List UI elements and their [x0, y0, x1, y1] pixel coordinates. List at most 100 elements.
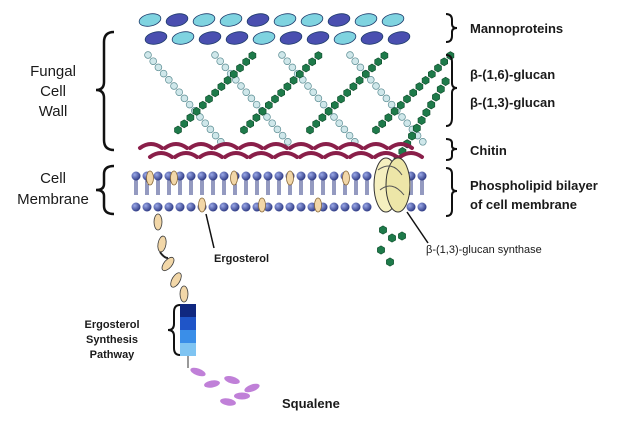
squalene-molecule: [234, 392, 250, 400]
lipid-head-bottom: [329, 202, 339, 212]
glucan-1-6-bead: [335, 119, 343, 127]
glucan-1-3-bead: [330, 100, 339, 110]
glucan-1-6-bead: [237, 82, 245, 90]
ergosterol-chain-link: [170, 272, 182, 288]
chitin-strand: [173, 151, 199, 159]
glucan-1-3-bead: [380, 51, 389, 60]
glucan-1-3-bead: [223, 76, 232, 85]
ergosterol-molecule: [146, 170, 154, 186]
lipid-head-bottom: [406, 202, 416, 212]
ergosterol-molecule: [198, 197, 206, 213]
glucan-1-6-bead: [419, 138, 427, 146]
chitin-strand: [163, 142, 189, 150]
glucan-1-3-bead: [302, 63, 310, 73]
glucan-1-6-bead: [283, 57, 291, 65]
ergosterol-molecule: [314, 197, 322, 213]
glucan-1-3-bead: [230, 69, 238, 79]
ergosterol-molecule: [230, 170, 238, 186]
left-bracket-cell-wall: [95, 30, 115, 152]
glucan-1-6-bead: [247, 94, 256, 103]
glucan-1-3-bead: [306, 125, 314, 135]
lipid-head-top: [252, 171, 262, 181]
ergosterol-chain-link: [153, 213, 163, 231]
mannoprotein-top: [354, 13, 378, 27]
chitin-strand: [373, 151, 399, 159]
right-bracket-chitin: [445, 138, 458, 161]
mannoprotein-top: [165, 13, 189, 27]
glucan-1-3-bead: [403, 94, 411, 104]
glucan-1-6-bead: [170, 82, 178, 90]
mannoprotein-top: [246, 13, 270, 27]
glucan-1-6-bead: [314, 94, 323, 103]
glucan-1-3-bead: [246, 119, 254, 129]
lipid-head-top: [329, 171, 339, 181]
pathway-step: [180, 343, 196, 356]
lipid-head-top: [186, 171, 196, 181]
mannoprotein-top: [300, 13, 324, 27]
ergosterol-leader-line: [205, 213, 215, 249]
mannoprotein-bottom: [225, 31, 249, 45]
label-chitin: Chitin: [470, 143, 507, 158]
glucan-1-3-bead: [384, 113, 393, 122]
glucan-1-6-bead: [367, 76, 375, 84]
pathway-bracket: [167, 304, 181, 356]
glucan-1-6-bead: [154, 63, 163, 72]
lipid-head-bottom: [219, 202, 229, 212]
ergosterol-chain-link: [157, 235, 167, 253]
glucan-1-3-bead: [211, 88, 219, 98]
ergosterol-synthesis-pathway-bar: [180, 304, 196, 368]
chitin-strand: [313, 142, 339, 150]
label-cell: Cell: [40, 83, 66, 100]
glucan-1-3-bead: [427, 69, 436, 79]
glucan-1-6-bead: [330, 113, 338, 121]
glucan-1-6-bead: [159, 69, 168, 78]
glucan-1-3-bead: [252, 113, 261, 122]
lipid-head-top: [241, 171, 251, 181]
chitin-strand: [338, 142, 364, 150]
glucan-1-3-bead: [318, 113, 327, 122]
label-cell-membrane-2: Membrane: [17, 191, 89, 208]
mannoprotein-top: [138, 13, 162, 27]
glucan-1-3-bead: [361, 69, 370, 79]
ergosterol-molecule: [342, 170, 350, 186]
right-bracket-bilayer: [445, 167, 458, 217]
glucan-1-3-bead: [421, 76, 430, 85]
glucan-1-3-bead: [427, 100, 436, 110]
glucan-1-6-bead: [144, 51, 152, 59]
glucan-1-6-bead: [346, 51, 354, 59]
lipid-head-bottom: [351, 202, 361, 212]
squalene-molecule: [204, 380, 220, 388]
right-bracket-mannoproteins: [445, 13, 458, 43]
chitin-strand: [248, 151, 274, 159]
glucan-1-6-bead: [252, 100, 261, 109]
mannoprotein-bottom: [171, 31, 195, 45]
glucan-1-3-bead: [248, 51, 257, 60]
pathway-step: [180, 317, 196, 330]
lipid-head-top: [219, 171, 229, 181]
mannoprotein-top: [219, 13, 243, 27]
pathway-step: [180, 330, 196, 343]
glucan-1-6-bead: [387, 100, 396, 109]
label-cell-membrane-1: Cell: [40, 170, 66, 187]
lipid-head-bottom: [153, 202, 163, 212]
ergosterol-chain-link: [179, 285, 189, 303]
lipid-head-top: [131, 171, 141, 181]
glucan-1-6-bead: [273, 125, 282, 134]
label-pathway-synthesis: Synthesis: [86, 334, 138, 346]
label-beta-1-6-glucan: β-(1,6)-glucan: [470, 67, 555, 82]
ergosterol-molecule: [258, 197, 266, 213]
glucan-1-3-bead: [236, 63, 244, 73]
lipid-head-bottom: [340, 202, 350, 212]
glucan-synthase-enzyme: [373, 157, 411, 213]
glucan-1-3-bead: [258, 107, 267, 116]
lipid-head-bottom: [142, 202, 152, 212]
label-mannoproteins: Mannoproteins: [470, 21, 563, 36]
glucan-1-3-bead: [422, 108, 431, 118]
lipid-head-bottom: [362, 202, 372, 212]
mannoprotein-bottom: [333, 31, 357, 45]
lipid-head-top: [296, 171, 306, 181]
chitin-strand: [223, 151, 249, 159]
label-glucan-synthase: β-(1,3)-glucan synthase: [426, 244, 542, 256]
glucan-1-3-bead: [312, 119, 321, 129]
chitin-strand: [363, 142, 389, 150]
